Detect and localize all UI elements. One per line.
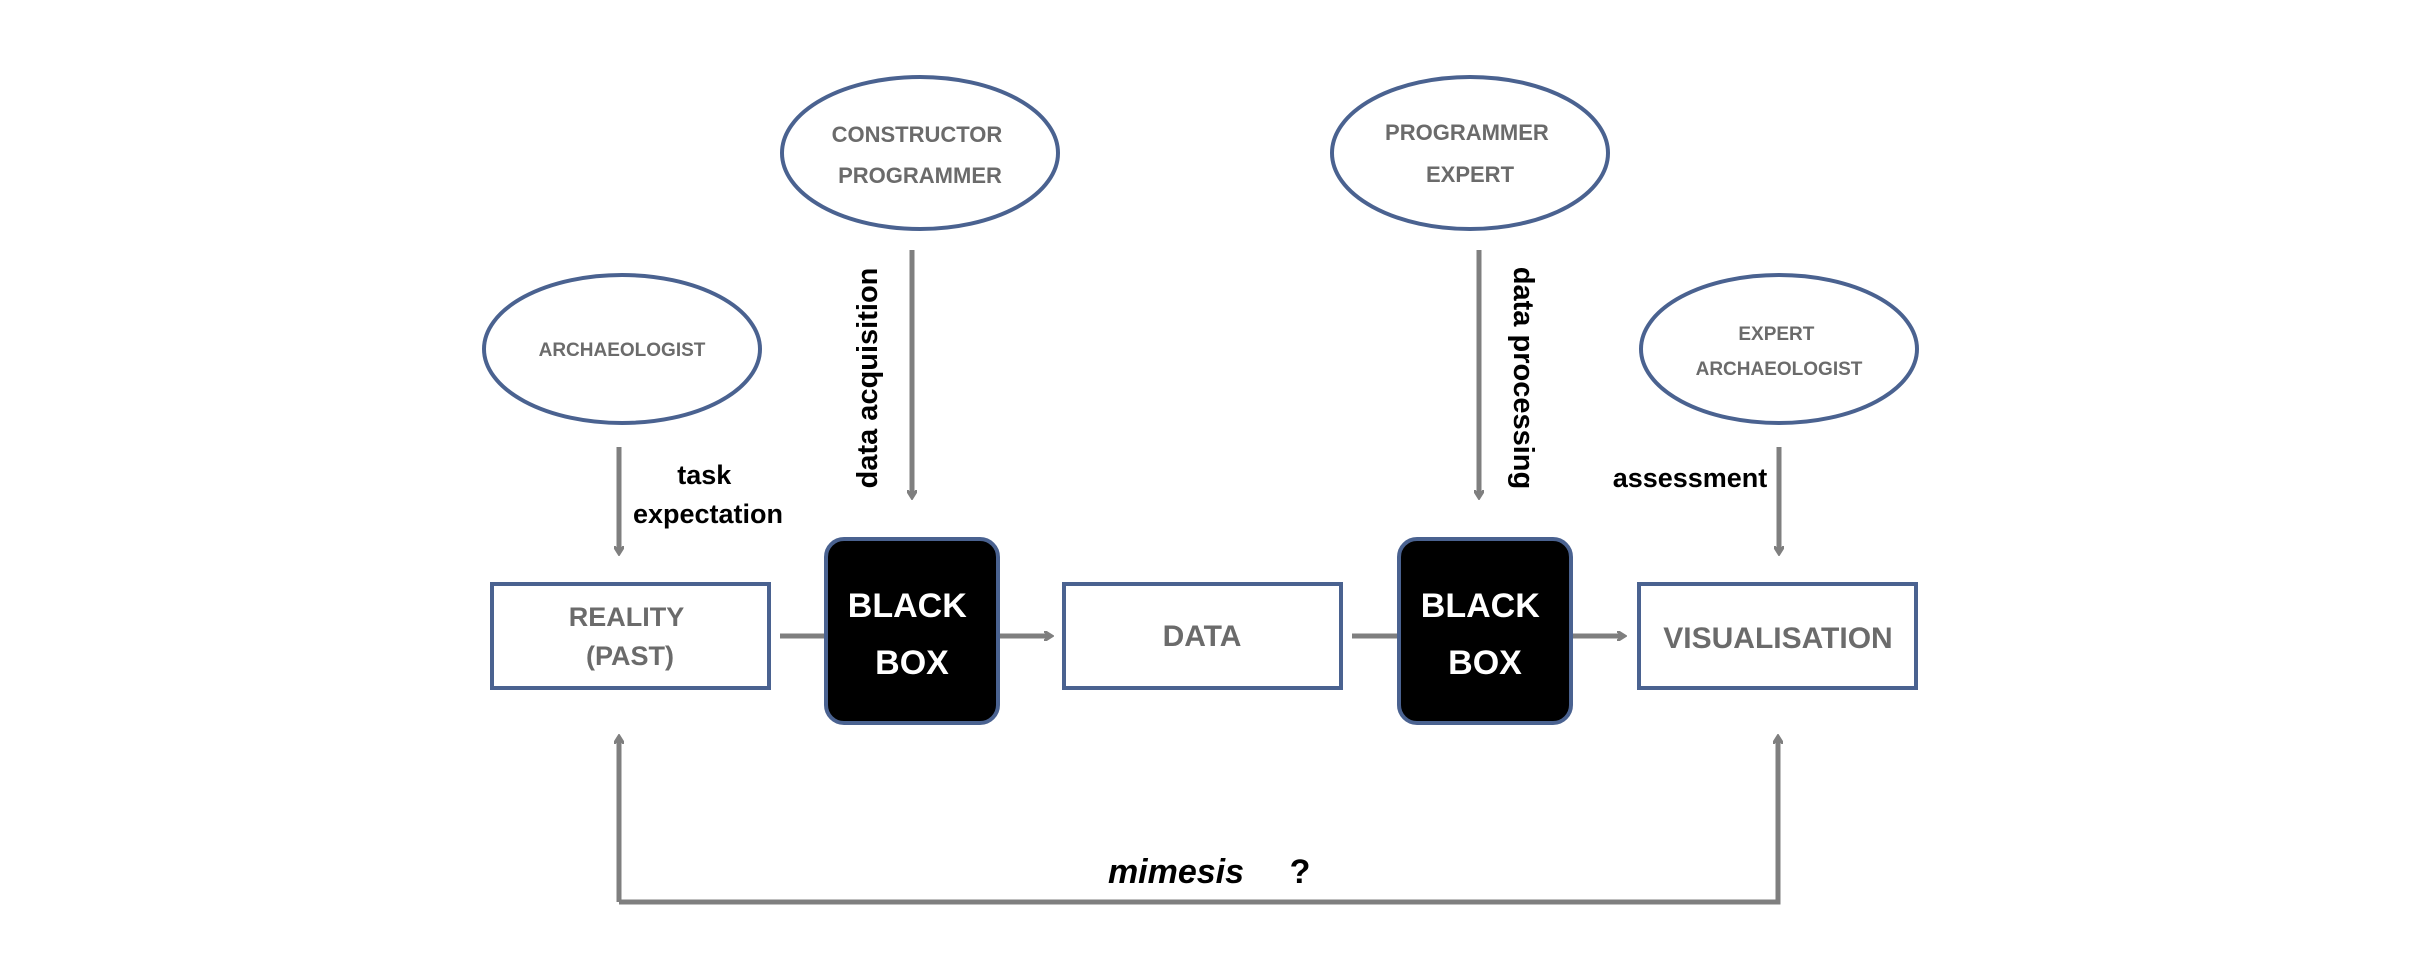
visualisation-label: VISUALISATION <box>1663 622 1892 655</box>
black-box-1-label: BLACK BOX <box>848 587 976 682</box>
expert-archaeologist-ellipse <box>1639 273 1919 425</box>
archaeologist-label-line-1: ARCHAEOLOGIST <box>539 340 706 361</box>
programmer-expert-line-1: PROGRAMMER <box>1385 120 1549 145</box>
expert-archaeologist-label: EXPERT ARCHAEOLOGIST <box>1696 324 1863 380</box>
reality-line-1: REALITY <box>569 602 684 632</box>
data-line-1: DATA <box>1163 620 1242 653</box>
black-box-1-line-1: BLACK <box>848 587 967 625</box>
black-box-1 <box>824 537 1000 725</box>
data-acquisition-label: data acquisition <box>852 268 884 489</box>
constructor-programmer-line-1: CONSTRUCTOR <box>832 122 1003 147</box>
visualisation-box <box>1637 582 1918 690</box>
expert-archaeologist-line-2: ARCHAEOLOGIST <box>1696 359 1863 380</box>
archaeologist-ellipse <box>482 273 762 425</box>
black-box-2-line-2: BOX <box>1448 644 1522 682</box>
mimesis-loop-arrow <box>619 737 1778 905</box>
programmer-expert-label: PROGRAMMER EXPERT <box>1385 120 1555 187</box>
mimesis-question-mark: ? <box>1290 853 1311 891</box>
assessment-label: assessment <box>1613 463 1768 493</box>
expert-archaeologist-line-1: EXPERT <box>1738 324 1814 345</box>
constructor-programmer-label: CONSTRUCTOR PROGRAMMER <box>832 122 1009 188</box>
programmer-expert-ellipse <box>1330 75 1610 231</box>
task-expectation-line-1: task <box>677 460 732 490</box>
mimesis-label: mimesis <box>1108 853 1244 891</box>
black-box-1-line-2: BOX <box>875 644 949 682</box>
black-box-2 <box>1397 537 1573 725</box>
black-box-2-label: BLACK BOX <box>1421 587 1549 682</box>
black-box-2-line-1: BLACK <box>1421 587 1540 625</box>
visualisation-line-1: VISUALISATION <box>1663 622 1892 655</box>
reality-line-2: (PAST) <box>586 641 674 671</box>
reality-label: REALITY (PAST) <box>569 602 692 671</box>
data-label: DATA <box>1163 620 1242 653</box>
task-expectation-label: task expectation <box>633 460 783 529</box>
data-box <box>1062 582 1343 690</box>
data-processing-label: data processing <box>1507 267 1539 489</box>
reality-box <box>490 582 771 690</box>
constructor-programmer-line-2: PROGRAMMER <box>838 163 1002 188</box>
programmer-expert-line-2: EXPERT <box>1426 162 1515 187</box>
task-expectation-line-2: expectation <box>633 499 783 529</box>
archaeologist-label: ARCHAEOLOGIST <box>539 340 706 361</box>
constructor-programmer-ellipse <box>780 75 1060 231</box>
